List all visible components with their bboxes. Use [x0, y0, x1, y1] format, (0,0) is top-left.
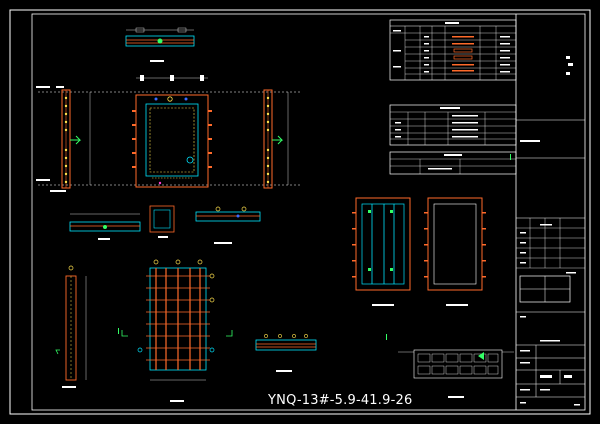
- inner-frame: [31, 13, 586, 411]
- section-2-2: [149, 205, 175, 238]
- title-block-column: [515, 14, 585, 410]
- rebar-cage-plan: [121, 259, 233, 402]
- rebar-schedule-table: [389, 19, 517, 81]
- location-plan: [398, 349, 514, 398]
- section-4-4: [255, 334, 317, 372]
- section-3-3: [195, 206, 261, 244]
- main-elevation-view: [132, 75, 212, 188]
- embedded-parts-table: [389, 104, 517, 175]
- left-side-view: [50, 89, 91, 192]
- reinforcement-plate-right: [424, 197, 486, 306]
- drawing-number-label: YNQ-13#-5.9-41.9-26: [267, 393, 412, 408]
- outer-frame: [9, 9, 591, 415]
- reinforcement-plate-left: [352, 197, 411, 306]
- right-side-view: [263, 89, 289, 189]
- section-1-1: [69, 213, 141, 240]
- level-lines: [38, 91, 300, 186]
- section-5-5: [55, 265, 87, 388]
- top-section-view: [125, 27, 195, 62]
